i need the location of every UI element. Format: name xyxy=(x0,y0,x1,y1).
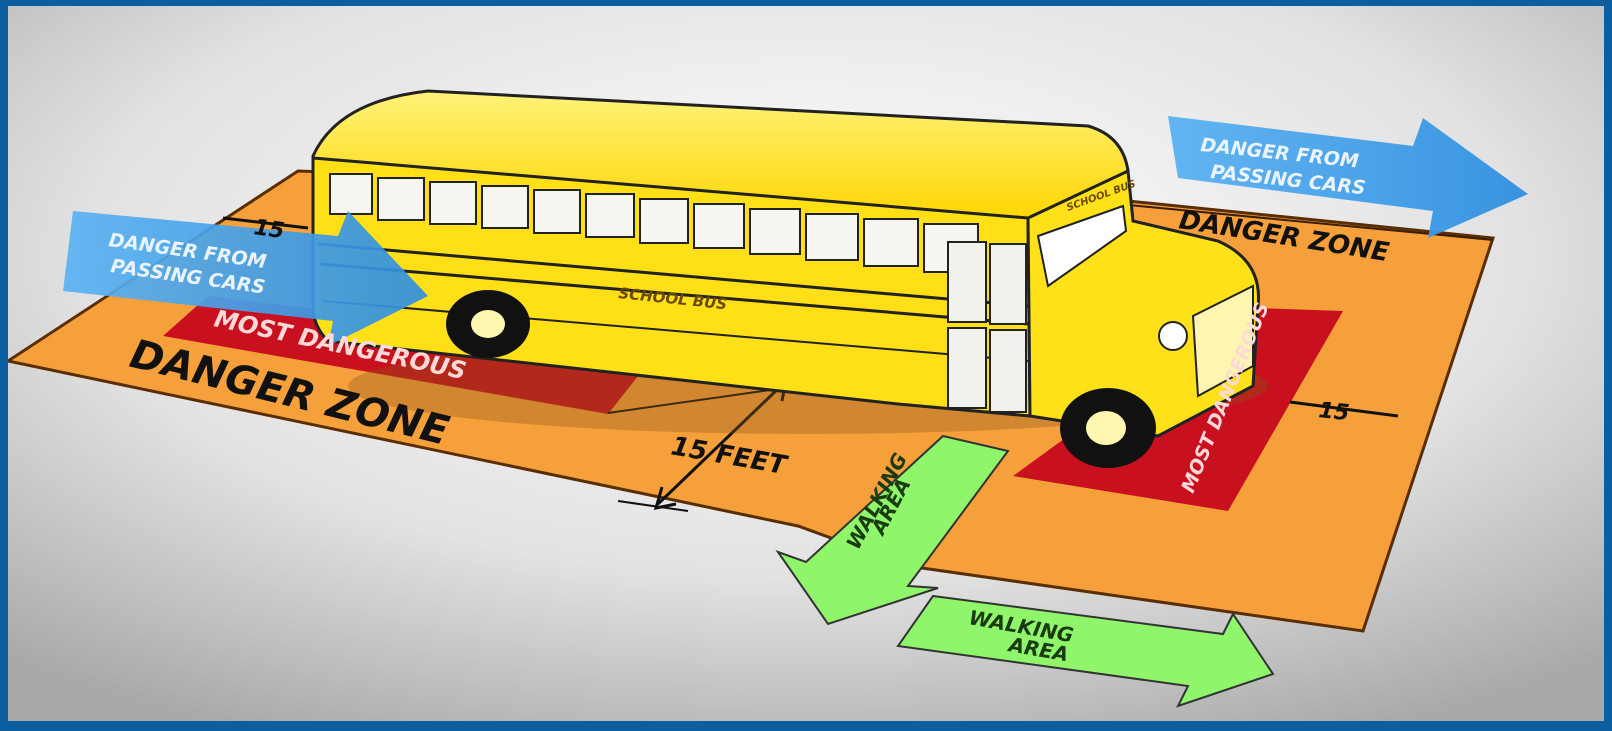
bus-front-wheel xyxy=(1060,388,1156,468)
school-bus-danger-zone-diagram: SCHOOL BUS SCHOOL BUS DANGER FROM PASSIN… xyxy=(8,6,1604,721)
fifteen-left-label: 15 xyxy=(252,215,286,244)
bus-headlight xyxy=(1159,322,1187,350)
bus-rear-wheel xyxy=(446,290,530,358)
fifteen-right-label: 15 xyxy=(1317,398,1350,426)
